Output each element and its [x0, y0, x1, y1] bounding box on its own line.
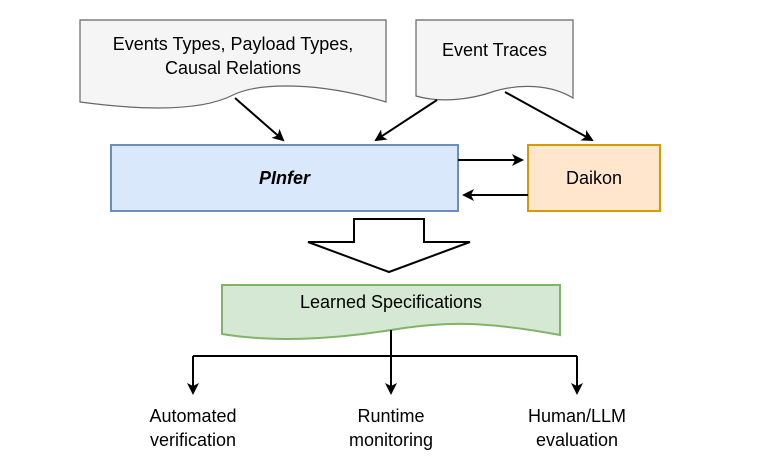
pinfer-label: PInfer — [258, 168, 310, 188]
types-line-1: Events Types, Payload Types, — [112, 34, 354, 54]
daikon-label: Daikon — [565, 168, 623, 188]
output-human-line-2: evaluation — [535, 430, 619, 450]
learned-specifications-shape — [221, 284, 561, 340]
types-document-label: Events Types, Payload Types, Causal Rela… — [80, 32, 386, 80]
types-line-2: Causal Relations — [164, 58, 302, 78]
arrow-types-to-pinfer — [234, 97, 285, 142]
traces-document-label: Event Traces — [441, 40, 548, 60]
arrow-traces-to-pinfer — [374, 99, 438, 142]
arrow-traces-to-daikon — [504, 91, 594, 141]
output-automated-verification: Automated verification — [113, 404, 273, 452]
output-runtime-line-1: Runtime — [357, 406, 425, 426]
learned-specifications-label: Learned Specifications — [299, 292, 483, 312]
output-human-llm-evaluation: Human/LLM evaluation — [497, 404, 657, 452]
output-human-line-1: Human/LLM — [527, 406, 627, 426]
types-document-shape — [79, 19, 387, 109]
traces-document-shape — [415, 19, 574, 101]
daikon-box — [527, 144, 661, 212]
big-down-arrow — [307, 218, 471, 274]
output-automated-line-1: Automated — [149, 406, 237, 426]
output-automated-line-2: verification — [149, 430, 237, 450]
output-runtime-line-2: monitoring — [348, 430, 434, 450]
pinfer-box — [110, 144, 459, 212]
output-runtime-monitoring: Runtime monitoring — [311, 404, 471, 452]
